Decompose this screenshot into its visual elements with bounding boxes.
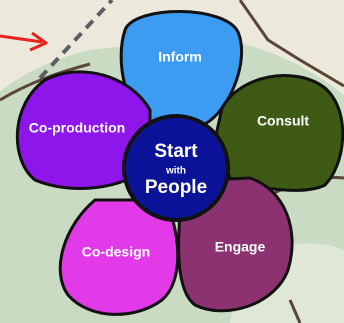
road-line-top	[238, 0, 344, 88]
petal-consult	[213, 74, 344, 192]
petal-co-design	[58, 198, 180, 316]
petal-label-consult: Consult	[257, 113, 309, 129]
centre-text-with: with	[165, 166, 186, 177]
centre-text-people: People	[145, 177, 207, 198]
petal-co-production	[15, 70, 152, 190]
petal-label-inform: Inform	[158, 49, 202, 65]
centre-text-start: Start	[154, 141, 198, 162]
centre-circle	[122, 114, 230, 222]
petal-label-co-design: Co-design	[82, 244, 150, 260]
road-line-bottom	[288, 299, 302, 323]
dashed-boundary-line	[38, 0, 114, 80]
red-arrow-icon	[0, 31, 48, 52]
petal-label-co-production: Co-production	[29, 120, 125, 136]
petal-label-engage: Engage	[215, 239, 266, 255]
road-line-left	[0, 62, 91, 102]
